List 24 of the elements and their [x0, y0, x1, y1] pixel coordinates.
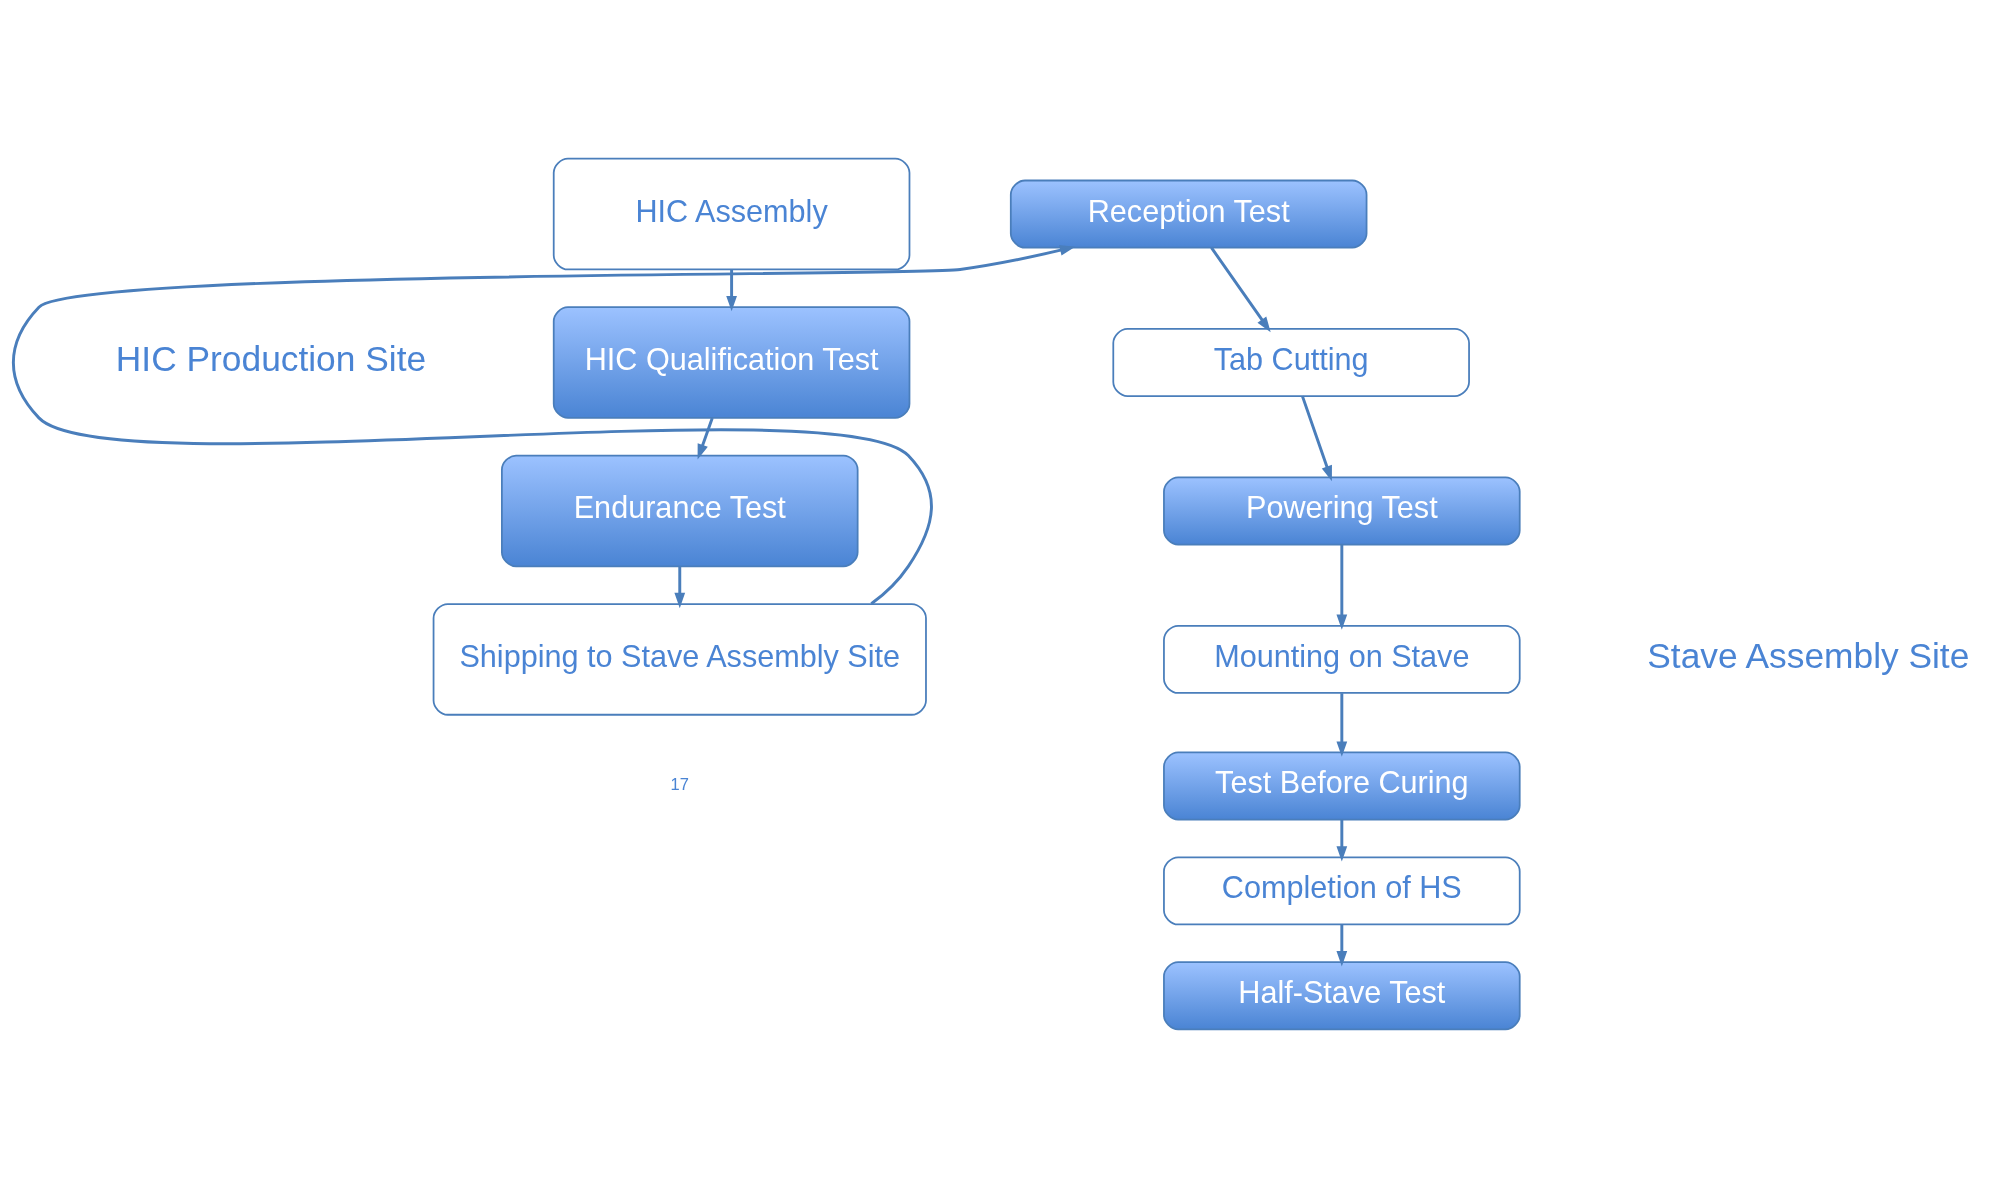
arrow [1336, 693, 1348, 757]
arrow [1336, 924, 1348, 967]
node-box: Mounting on Stave [1163, 624, 1521, 694]
node-box: Half-Stave Test [1163, 961, 1521, 1031]
node-box: Powering Test [1163, 476, 1521, 546]
node-box: Reception Test [1009, 179, 1368, 249]
arrow [12, 245, 1076, 605]
node-box: Completion of HS [1163, 856, 1521, 926]
label: HIC Production Site [115, 339, 427, 379]
node-box: HIC Assembly [552, 157, 911, 271]
node-box: Test Before Curing [1163, 751, 1521, 821]
node-box: HIC Qualification Test [552, 306, 911, 419]
node-box: Shipping to Stave Assembly Site [432, 603, 927, 716]
node-box: Tab Cutting [1112, 328, 1470, 397]
arrow [674, 566, 686, 609]
arrow [1301, 395, 1332, 482]
label: 17 [670, 775, 689, 794]
arrow [726, 269, 737, 312]
arrow [1210, 246, 1271, 333]
node-box: Endurance Test [501, 454, 859, 568]
arrow [697, 417, 714, 460]
label: Stave Assembly Site [1647, 636, 1970, 676]
arrow [1336, 544, 1348, 630]
arrow [1336, 819, 1348, 862]
